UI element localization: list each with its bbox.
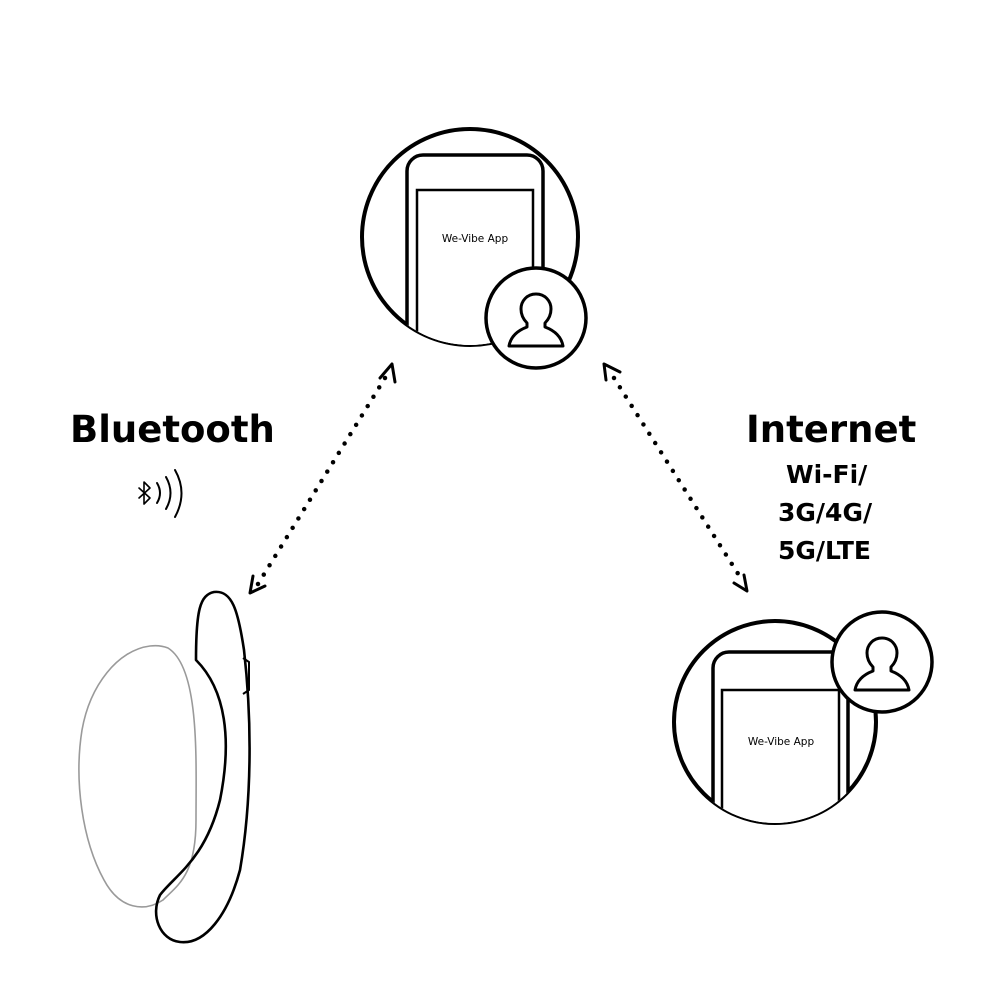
connection-type-3g-4g: 3G/4G/ [778,498,873,527]
vibrator-device-icon [78,590,251,944]
internet-connection-types: Wi-Fi/ 3G/4G/ 5G/LTE [778,456,918,570]
bottom-user-icon [830,610,934,714]
internet-link-arrow [602,362,749,593]
bluetooth-signal-icon [138,469,183,518]
top-user-icon [484,266,588,370]
top-phone-badge [360,127,588,370]
connection-type-wifi: Wi-Fi/ [786,460,868,489]
bluetooth-label: Bluetooth [70,408,275,451]
bottom-phone-badge [672,610,934,825]
connection-type-5g-lte: 5G/LTE [778,536,871,565]
internet-label: Internet [746,408,917,451]
bottom-phone-app-label: We-Vibe App [747,736,815,748]
bluetooth-link-arrow [248,362,397,595]
bottom-phone-icon [711,650,850,823]
top-phone-app-label: We-Vibe App [441,233,509,245]
